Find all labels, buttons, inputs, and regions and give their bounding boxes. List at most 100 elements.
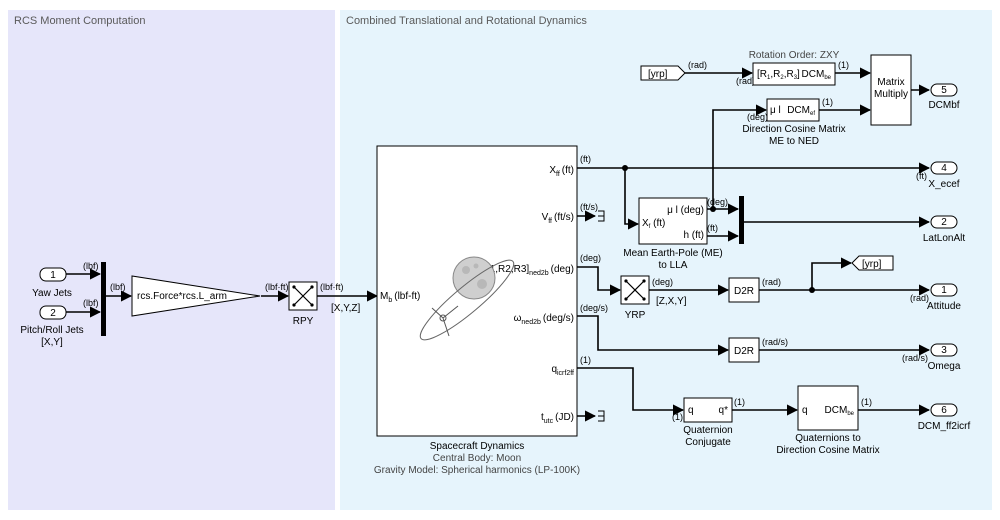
label-ft-1: (ft) [580,154,591,164]
quaternion-conjugate-block[interactable] [683,397,733,423]
matrix-multiply-label-2: Multiply [874,89,908,100]
quaternion-to-dcm-input: q [802,405,808,416]
outport-omega-number: 3 [941,345,947,356]
area-dynamics-title: Combined Translational and Rotational Dy… [346,15,587,27]
label-rad-2: (rad) [736,76,755,86]
outport-dcmbf-number: 5 [941,85,947,96]
outport-x-ecef-number: 4 [941,163,947,174]
label-rad-3: (rad) [762,277,781,287]
outport-x-ecef-label: X_ecef [928,179,959,190]
mux-bar-left[interactable] [101,262,106,336]
outport-omega[interactable] [930,343,958,357]
me-to-lla-output-2: h (ft) [683,230,704,241]
dcm-ef-label-1: Direction Cosine Matrix [742,124,845,135]
outport-omega-label: Omega [928,361,961,372]
outport-latlonalt-number: 2 [941,217,947,228]
label-rad-1: (rad) [688,60,707,70]
label-deg-1: (deg) [747,112,768,122]
label-lbf-2: (lbf) [83,298,99,308]
wire-euler-yrp [577,266,622,296]
label-one-2: (1) [822,97,833,107]
rotation-to-dcm-input: [R1,R2,R3] [757,69,800,81]
label-deg-lla: (deg) [707,197,728,207]
label-degs: (deg/s) [580,303,608,313]
spacecraft-out-xff: Xff(ft) [549,165,574,178]
spacecraft-out-vff: Vff(ft/s) [542,212,574,225]
label-lbfft-1: (lbf·ft) [265,282,289,292]
spacecraft-in-moment: Mb(lbf-ft) [380,291,420,304]
dcm-ef-input: μ l [770,105,781,116]
quaternion-conjugate-label-2: Conjugate [685,437,731,448]
spacecraft-out-quaternion: qicrf2ff [551,364,574,377]
quaternion-conjugate-output: q* [719,405,729,416]
outport-attitude-number: 1 [941,285,947,296]
area-rcs-moment [8,10,335,510]
quaternion-to-dcm-output: DCMbe [825,405,855,417]
matrix-multiply-label-1: Matrix [877,77,904,88]
quaternion-to-dcm-label-2: Direction Cosine Matrix [776,445,879,456]
rotation-to-dcm-output: DCMbe [802,69,832,81]
label-ft-out4: (ft) [916,171,927,181]
label-xyz: [X,Y,Z] [331,303,360,314]
outport-latlonalt-label: LatLonAlt [923,233,965,244]
wire-lla-dcmef [712,104,768,209]
d2r-block-1-label: D2R [734,286,754,297]
area-rcs-title: RCS Moment Computation [14,15,145,27]
quaternion-to-dcm-label-1: Quaternions to [795,433,861,444]
dcm-ef-output: DCMef [787,105,815,117]
from-yrp-tag: [yrp] [648,69,668,80]
me-to-lla-label-1: Mean Earth-Pole (ME) [623,248,722,259]
moon-icon [419,256,515,341]
me-to-lla-output-1: μ l (deg) [667,205,704,216]
selector-yrp-label: YRP [625,310,646,321]
outport-x-ecef[interactable] [930,161,958,175]
me-to-lla-block[interactable] [638,197,708,245]
label-one-6: (1) [861,397,872,407]
inport-yaw-jets-number: 1 [50,270,56,281]
quaternion-to-dcm-block[interactable] [797,385,859,431]
terminator-vff [598,210,605,222]
outport-dcmbf[interactable] [930,83,958,97]
label-one-4: (1) [672,412,683,422]
goto-yrp-block[interactable] [851,255,894,271]
outport-dcm-ff2icrf-label: DCM_ff2icrf [918,421,971,432]
dcm-ef-label-2: ME to NED [769,136,819,147]
label-rads-out3: (rad/s) [902,353,928,363]
from-yrp-block[interactable] [640,65,686,81]
outport-dcmbf-label: DCMbf [928,100,959,111]
mux-bar-right[interactable] [739,196,744,244]
selector-rpy-label: RPY [293,316,314,327]
quaternion-conjugate-label-1: Quaternion [683,425,732,436]
outport-attitude[interactable] [930,283,958,297]
label-deg-2: (deg) [580,253,601,263]
inport-pitch-roll-jets-sub: [X,Y] [41,337,63,348]
label-lbfft-2: (lbf·ft) [320,282,344,292]
label-zxy: [Z,X,Y] [656,296,687,307]
selector-yrp-icon [625,280,645,300]
rotation-to-dcm-block[interactable] [752,62,836,86]
wire-xff-lla [624,168,640,230]
wire-q-conj [577,367,685,416]
outport-attitude-label: Attitude [927,301,961,312]
label-lbf-1: (lbf) [83,261,99,271]
spacecraft-out-euler: [R1,R2,R3]ned2b(deg) [480,264,574,277]
spacecraft-out-time: tutc(JD) [541,412,574,425]
quaternion-conjugate-input: q [688,405,694,416]
d2r-block-2-label: D2R [734,346,754,357]
d2r-block-2[interactable] [728,337,760,363]
inport-pitch-roll-jets-number: 2 [50,308,56,319]
me-to-lla-input: Xf (ft) [642,218,665,230]
outport-dcm-ff2icrf[interactable] [930,403,958,417]
inport-pitch-roll-jets-label: Pitch/Roll Jets [20,325,83,336]
terminator-t [598,410,605,422]
outport-latlonalt[interactable] [930,215,958,229]
spacecraft-out-omega: ωned2b(deg/s) [514,313,574,326]
spacecraft-central-body: Central Body: Moon [433,453,521,464]
d2r-block-1[interactable] [728,277,760,303]
label-one-5: (1) [734,397,745,407]
label-one-1: (1) [838,60,849,70]
spacecraft-name: Spacecraft Dynamics [430,441,524,452]
label-rads-1: (rad/s) [762,337,788,347]
label-fts: (ft/s) [580,202,598,212]
